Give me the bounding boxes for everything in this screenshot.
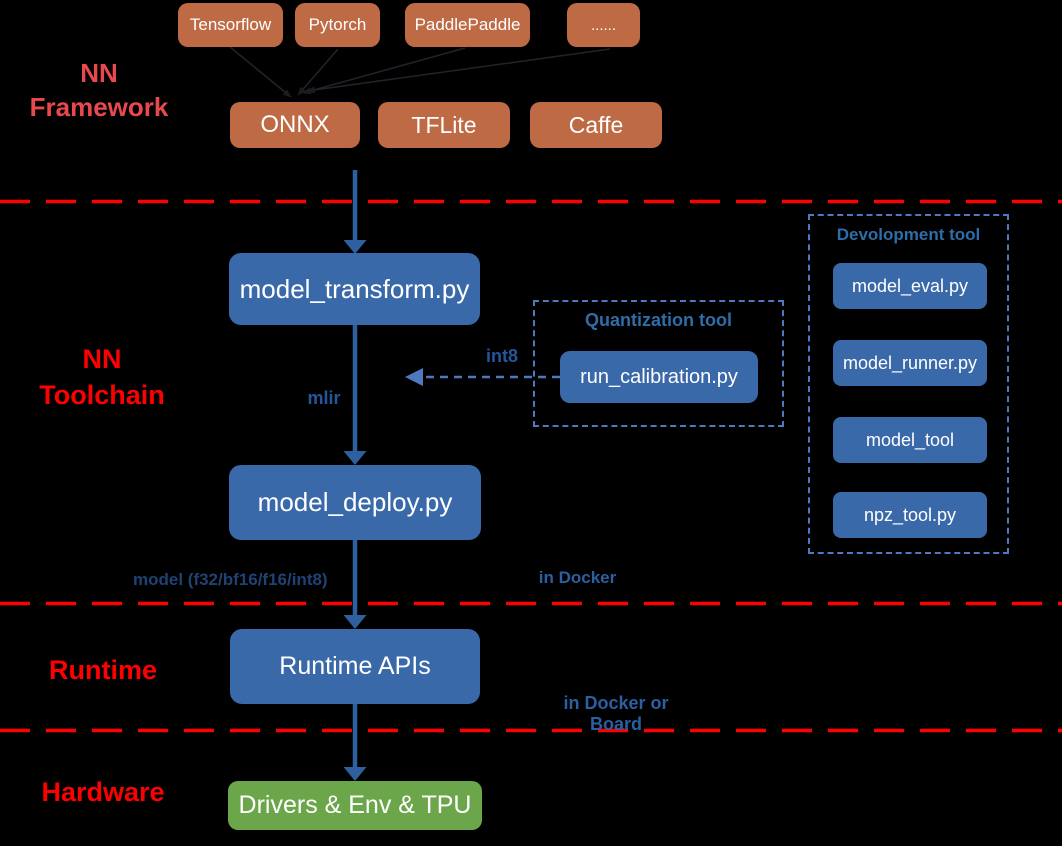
box-drivers-env-tpu: Drivers & Env & TPU <box>228 781 482 830</box>
box-tflite: TFLite <box>378 102 510 148</box>
section-label-text: Runtime <box>49 655 157 685</box>
section-label-runtime: Runtime <box>30 655 176 686</box>
box-paddlepaddle: PaddlePaddle <box>405 3 530 47</box>
arrow-transform-to-deploy <box>343 325 367 465</box>
section-label-nn-toolchain: NN Toolchain <box>22 341 182 413</box>
section-label-text: Toolchain <box>39 380 165 410</box>
box-caffe: Caffe <box>530 102 662 148</box>
arrow-tensorflow-to-onnx <box>229 46 292 98</box>
box-run-calibration: run_calibration.py <box>560 351 758 403</box>
box-onnx: ONNX <box>230 102 360 148</box>
box-tensorflow: Tensorflow <box>178 3 283 47</box>
section-label-text: Hardware <box>41 777 165 807</box>
box-model-tool: model_tool <box>833 417 987 463</box>
arrow-others-to-onnx <box>306 48 611 94</box>
box-model-eval: model_eval.py <box>833 263 987 309</box>
in-docker-label: in Docker <box>538 568 617 587</box>
section-label-text: NN <box>80 58 118 88</box>
box-pytorch: Pytorch <box>295 3 380 47</box>
section-label-nn-framework: NN Framework <box>18 56 180 124</box>
box-model-transform: model_transform.py <box>229 253 480 325</box>
quantization-tool-title: Quantization tool <box>585 310 732 330</box>
arrow-onnx-to-transform <box>343 170 367 254</box>
arrow-runtime-to-hardware <box>343 704 367 781</box>
arrow-pytorch-to-onnx <box>297 48 339 96</box>
in-docker-or-board-label: in Docker or Board <box>563 693 669 734</box>
box-other-frameworks: ...... <box>567 3 640 47</box>
box-npz-tool: npz_tool.py <box>833 492 987 538</box>
int8-label: int8 <box>485 346 518 366</box>
development-tool-group <box>808 214 1009 554</box>
section-label-text: Framework <box>29 92 169 122</box>
development-tool-title: Devolopment tool <box>836 225 981 244</box>
model-output-label: model (f32/bf16/f16/int8) <box>133 570 328 589</box>
arrow-deploy-to-runtime <box>343 540 367 629</box>
mlir-label: mlir <box>307 388 341 408</box>
arrow-calibration-to-flow <box>405 368 560 386</box>
quantization-tool-group <box>533 300 784 427</box>
section-label-hardware: Hardware <box>24 777 182 808</box>
box-model-deploy: model_deploy.py <box>229 465 481 540</box>
arrow-paddlepaddle-to-onnx <box>302 47 466 95</box>
box-model-runner: model_runner.py <box>833 340 987 386</box>
section-label-text: NN <box>82 344 122 374</box>
box-runtime-apis: Runtime APIs <box>230 629 480 704</box>
